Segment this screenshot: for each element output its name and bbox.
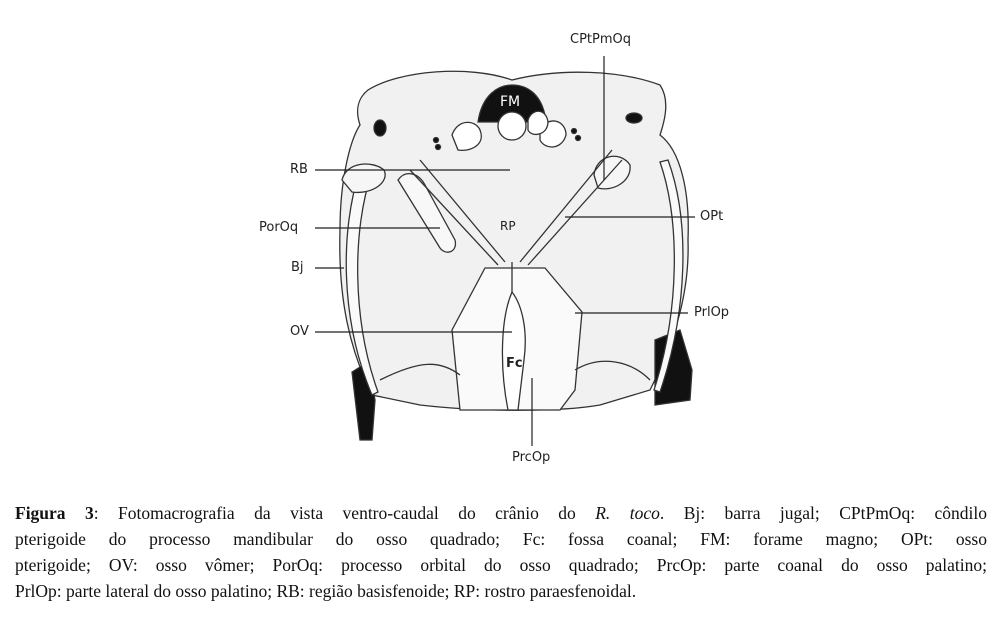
- label-opt: OPt: [700, 209, 724, 224]
- label-ov: OV: [290, 324, 309, 339]
- foramen-magnum: [477, 84, 547, 123]
- caption-line-4: PrlOp: parte lateral do osso palatino; R…: [15, 581, 637, 601]
- label-rb: RB: [290, 162, 308, 177]
- figure-caption: Figura 3: Fotomacrografia da vista ventr…: [15, 500, 987, 604]
- species-name: R. toco: [595, 503, 660, 523]
- caption-text-1b: . Bj: barra jugal; CPtPmOq: côndilo: [659, 503, 987, 523]
- occipital-condyle: [497, 111, 527, 141]
- label-bj: Bj: [291, 260, 304, 275]
- right-jugal-bar: [653, 159, 684, 393]
- label-cptpmoq: CPtPmOq: [570, 32, 632, 47]
- pterygoid-left: [419, 159, 506, 263]
- skull-figure: CPtPmOq FM RB PorOq Bj OV RP Fc OPt PrlO…: [259, 32, 730, 465]
- figure-number: Figura 3: [15, 503, 94, 523]
- label-poroq: PorOq: [259, 220, 299, 235]
- label-fm: FM: [500, 94, 521, 110]
- skull-illustration: [315, 56, 695, 446]
- caption-line-3: pterigoide; OV: osso vômer; PorOq: proce…: [15, 555, 987, 575]
- label-prlop: PrlOp: [694, 305, 730, 320]
- caption-text-1a: : Fotomacrografia da vista ventro-caudal…: [93, 503, 596, 523]
- left-jugal-bar: [345, 169, 379, 396]
- label-fc: Fc: [506, 356, 523, 371]
- label-rp: RP: [500, 219, 516, 233]
- caption-line-2: pterigoide do processo mandibular do oss…: [15, 529, 987, 549]
- caption-line-1: Figura 3: Fotomacrografia da vista ventr…: [15, 500, 987, 526]
- pterygoid-right: [519, 149, 613, 263]
- label-prcop: PrcOp: [512, 450, 551, 465]
- vomer: [501, 290, 526, 411]
